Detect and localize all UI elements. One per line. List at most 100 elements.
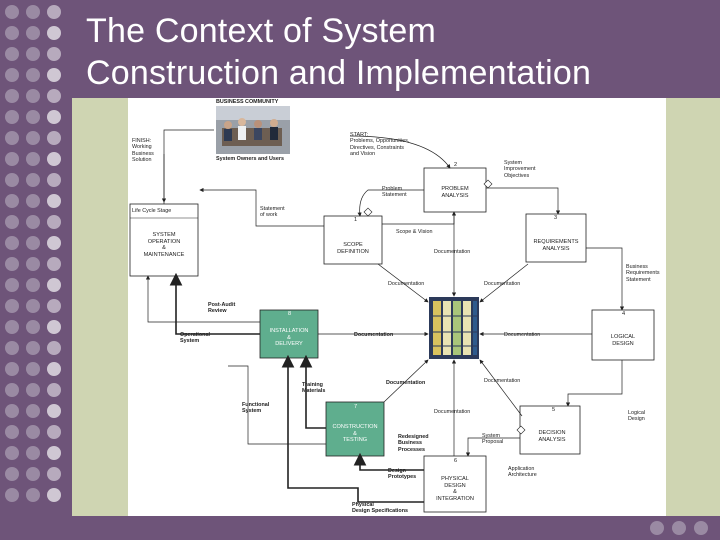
decorative-dot — [47, 26, 61, 40]
decorative-dot — [26, 404, 40, 418]
decorative-dot — [26, 299, 40, 313]
decorative-dot — [26, 257, 40, 271]
decorative-dot — [47, 194, 61, 208]
application-architecture-label: Application Architecture — [508, 466, 537, 479]
decorative-dot — [26, 383, 40, 397]
decorative-dot — [5, 89, 19, 103]
decorative-dot — [5, 152, 19, 166]
box-5-number: 5 — [552, 407, 556, 413]
repository-icon — [429, 297, 479, 359]
statement-of-work-label: Statement of work — [260, 206, 285, 219]
box-8-number: 8 — [288, 311, 292, 317]
decorative-dot — [5, 446, 19, 460]
decorative-dot — [672, 521, 686, 535]
decorative-dot — [47, 425, 61, 439]
decorative-dot — [5, 362, 19, 376]
decorative-dot — [47, 47, 61, 61]
documentation-label-2: Documentation — [388, 281, 425, 287]
decorative-dot — [26, 110, 40, 124]
decorative-dot — [26, 278, 40, 292]
decorative-dot — [5, 404, 19, 418]
decorative-dot — [47, 467, 61, 481]
decorative-dot — [47, 89, 61, 103]
decorative-dot — [26, 68, 40, 82]
decorative-dot — [47, 5, 61, 19]
decorative-dot — [26, 131, 40, 145]
decorative-dot — [26, 173, 40, 187]
decorative-dot — [26, 5, 40, 19]
decorative-dot — [5, 467, 19, 481]
box-5-text: DECISION ANALYSIS — [538, 430, 566, 443]
decorative-dot — [47, 236, 61, 250]
decorative-dot — [5, 341, 19, 355]
box-2-number: 2 — [454, 162, 458, 168]
business-community-label: BUSINESS COMMUNITY — [216, 99, 279, 105]
redesigned-processes-label: Redesigned Business Processes — [398, 434, 429, 453]
life-cycle-stage-label: Life Cycle Stage — [132, 208, 172, 214]
decorative-dot — [26, 215, 40, 229]
documentation-label-7: Documentation — [386, 380, 426, 386]
decorative-dot — [26, 26, 40, 40]
decorative-dot — [47, 278, 61, 292]
decorative-dot — [47, 383, 61, 397]
decorative-dot — [26, 320, 40, 334]
system-improvement-label: System Improvement Objectives — [504, 160, 536, 179]
business-requirements-label: Business Requirements Statement — [626, 264, 660, 283]
functional-system-label: Functional System — [242, 402, 270, 415]
decorative-dot — [47, 362, 61, 376]
decorative-dot — [5, 5, 19, 19]
decorative-dot — [26, 236, 40, 250]
scope-vision-label: Scope & Vision — [396, 229, 433, 235]
box-3-text: REQUIREMENTS ANALYSIS — [533, 239, 579, 252]
logical-design-label: Logical Design — [628, 410, 646, 423]
decorative-dot — [26, 425, 40, 439]
decorative-dot-grid — [0, 0, 80, 540]
decorative-dot — [5, 47, 19, 61]
decorative-dot — [26, 89, 40, 103]
decorative-dot — [47, 68, 61, 82]
problem-statement-label: Problem Statement — [382, 186, 407, 199]
decorative-dot — [47, 152, 61, 166]
decorative-dot — [5, 278, 19, 292]
business-community-photo — [216, 106, 290, 154]
decorative-dot — [5, 488, 19, 502]
box-2-text: PROBLEM ANALYSIS — [441, 186, 469, 199]
decorative-dot — [26, 194, 40, 208]
slide-title-line-1: The Context of System — [86, 12, 437, 50]
decorative-dot — [26, 152, 40, 166]
slide-title-line-2: Construction and Implementation — [86, 54, 592, 92]
documentation-label-3: Documentation — [484, 281, 521, 287]
decorative-dot — [26, 446, 40, 460]
box-6-text: PHYSICAL DESIGN & INTEGRATION — [436, 476, 474, 502]
training-materials-label: Training Materials — [302, 382, 326, 395]
box-7-text: CONSTRUCTION & TESTING — [332, 424, 378, 444]
system-development-diagram: BUSINESS COMMUNITY System Owners and Use… — [128, 98, 666, 516]
decorative-dot — [5, 236, 19, 250]
decorative-dot — [26, 341, 40, 355]
box-7-number: 7 — [354, 404, 358, 410]
decorative-dot — [26, 467, 40, 481]
box-3-number: 3 — [554, 215, 558, 221]
operational-system-label: Operational System — [180, 332, 210, 345]
box-4-number: 4 — [622, 311, 626, 317]
decorative-dot — [5, 68, 19, 82]
decorative-dot — [47, 110, 61, 124]
finish-label: FINISH: Working Business Solution — [132, 138, 154, 164]
post-audit-label: Post-Audit Review — [208, 302, 236, 315]
decorative-dot — [5, 215, 19, 229]
decorative-dot — [47, 257, 61, 271]
documentation-label-5: Documentation — [484, 378, 521, 384]
decorative-dot — [5, 299, 19, 313]
decorative-dot — [47, 404, 61, 418]
decorative-dot — [5, 194, 19, 208]
decorative-dot — [26, 47, 40, 61]
decorative-dot — [5, 425, 19, 439]
decorative-dot — [5, 173, 19, 187]
box-6-number: 6 — [454, 458, 458, 464]
box-8-text: INSTALLATION & DELIVERY — [269, 328, 309, 348]
decorative-dot — [47, 299, 61, 313]
decorative-dot — [5, 320, 19, 334]
decorative-dot — [5, 257, 19, 271]
decorative-dot — [26, 362, 40, 376]
connector-diamonds — [363, 179, 526, 435]
